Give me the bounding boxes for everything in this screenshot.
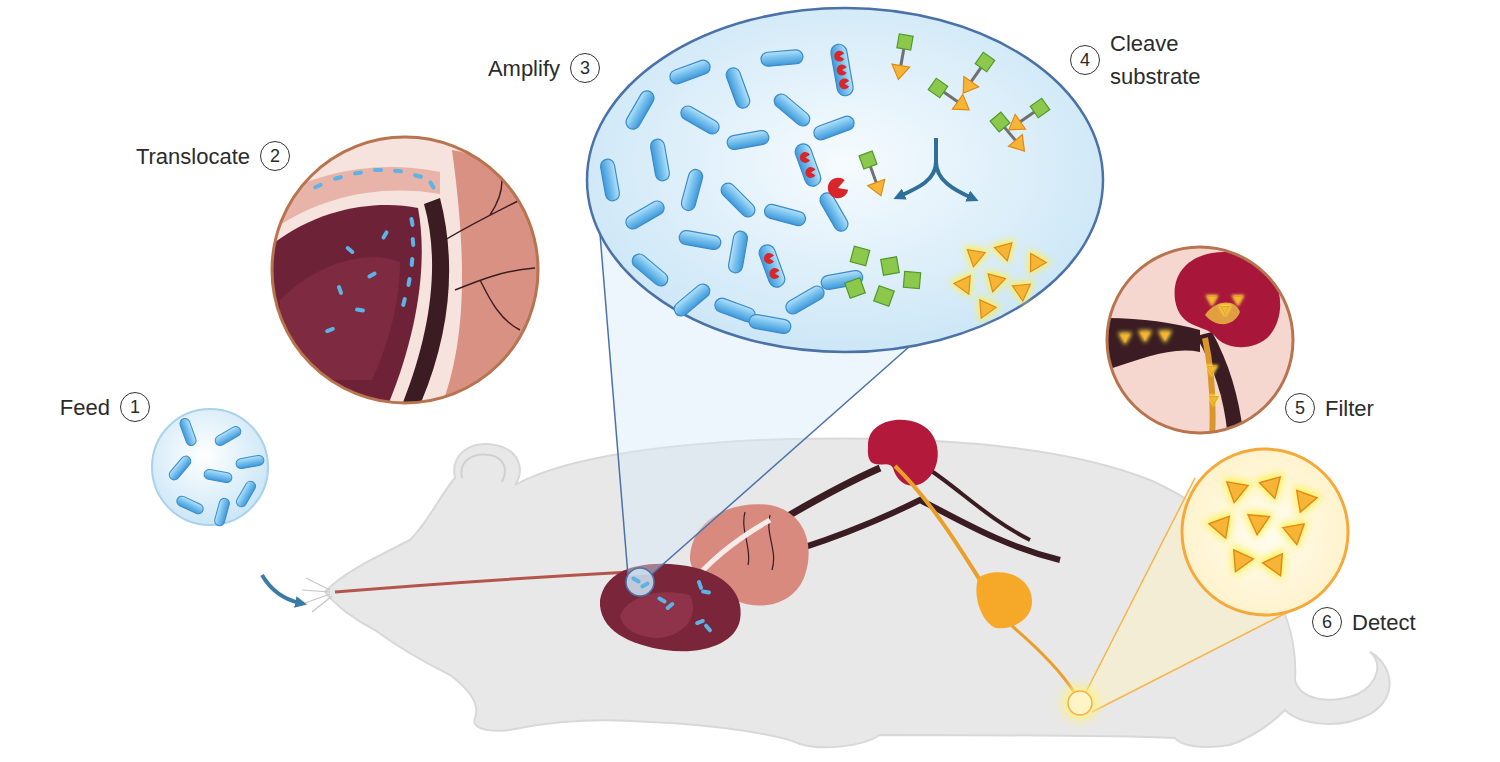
bacteria-dose <box>152 409 268 527</box>
step-label: Feed 1 <box>60 391 150 424</box>
callout-number: 3 <box>570 53 600 83</box>
cleave-arrow <box>900 138 972 198</box>
gut-wall-view <box>270 135 545 405</box>
step-label: Translocate 2 <box>136 140 290 173</box>
blood-vessel <box>1100 318 1200 372</box>
liver-lobe <box>280 257 400 380</box>
substrates <box>857 34 1051 199</box>
detect-line <box>1086 478 1195 692</box>
step-label: 4 Cleave substrate <box>1070 27 1222 93</box>
reporter-triangles <box>949 239 1051 327</box>
cleaved-squares <box>845 246 921 306</box>
callout-number: 6 <box>1312 607 1342 637</box>
callout-number: 5 <box>1285 393 1315 423</box>
mouse <box>302 438 1390 747</box>
view-circle <box>1107 247 1293 433</box>
view-circle <box>1182 449 1348 615</box>
mouse-body <box>325 438 1390 747</box>
detect-line <box>1092 611 1290 712</box>
step-label: 6 Detect <box>1312 606 1416 639</box>
callout-number: 4 <box>1070 45 1100 75</box>
translocating-bacteria <box>313 168 437 334</box>
ureter <box>1205 338 1213 440</box>
bacteria-colony <box>599 49 863 334</box>
kidney <box>1175 252 1281 347</box>
protease <box>825 175 850 201</box>
bladder <box>976 572 1032 628</box>
callout-number: 2 <box>260 141 290 171</box>
urine-spot <box>1068 691 1092 715</box>
gut-line <box>335 572 630 592</box>
dose-circle <box>152 409 268 525</box>
filtered-reporters <box>1118 295 1245 407</box>
bacteria-clumps <box>657 580 713 633</box>
liver-tissue <box>270 205 422 405</box>
zoom-line <box>652 346 910 574</box>
enzyme-bacterium <box>830 43 855 97</box>
enzyme-bacterium <box>793 142 823 189</box>
step-name: Amplify <box>488 52 560 85</box>
step-name: Filter <box>1325 392 1374 425</box>
whiskers <box>302 578 332 612</box>
enzyme-bacterium <box>757 243 787 290</box>
liver-lobe <box>620 592 693 638</box>
urethra <box>1012 626 1074 692</box>
urine-view <box>1182 449 1348 615</box>
zoom-spot <box>626 568 654 596</box>
liver <box>600 564 741 651</box>
kidney-view <box>1100 245 1295 440</box>
organ-tissue <box>442 150 545 405</box>
step-label: 5 Filter <box>1285 392 1374 425</box>
view-circle <box>272 137 538 403</box>
kidney-pelvis <box>1205 303 1240 325</box>
zoom-line <box>600 234 628 576</box>
step-name: Cleave substrate <box>1110 27 1222 93</box>
mouse-ear <box>461 454 505 482</box>
feed-arrow <box>262 575 300 603</box>
view-ellipse <box>587 8 1103 352</box>
ureter <box>895 466 983 585</box>
step-name: Feed <box>60 391 110 424</box>
capillaries <box>445 170 535 330</box>
liver-view <box>587 8 1103 352</box>
blood-vessel <box>402 198 449 405</box>
callout-number: 1 <box>120 392 150 422</box>
step-name: Detect <box>1352 606 1416 639</box>
step-name: Translocate <box>136 140 250 173</box>
step-label: Amplify 3 <box>488 52 600 85</box>
urine-glow <box>1063 686 1097 720</box>
